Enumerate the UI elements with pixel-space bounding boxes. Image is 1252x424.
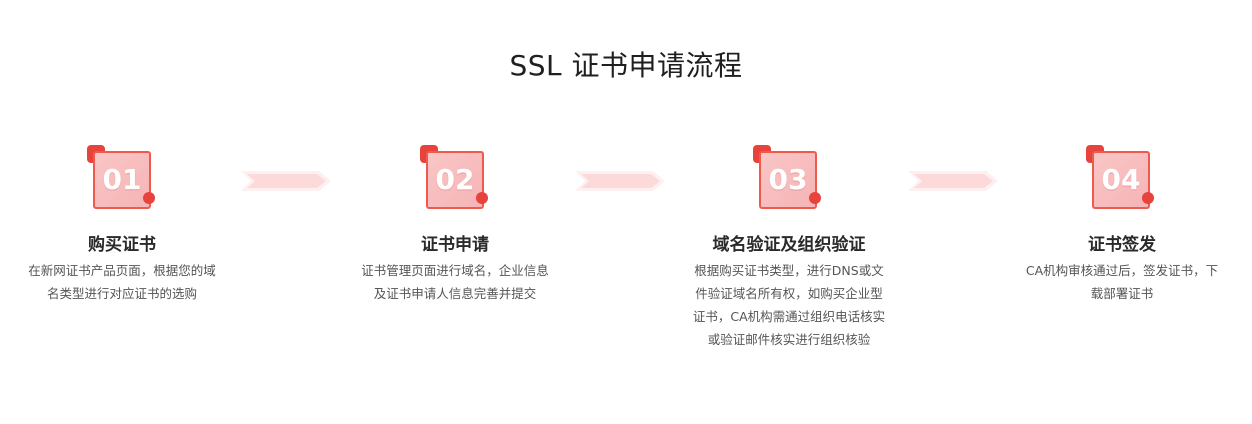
step-number: 02 bbox=[435, 163, 475, 196]
step-number: 03 bbox=[768, 163, 808, 196]
step-title: 域名验证及组织验证 bbox=[712, 235, 866, 255]
step-description: CA机构审核通过后，签发证书，下 载部署证书 bbox=[1012, 259, 1232, 305]
double-chevron-arrow-icon bbox=[908, 171, 998, 191]
step-4-badge-icon: 04 bbox=[1086, 145, 1162, 221]
step-description-line: CA机构审核通过后，签发证书，下 bbox=[1025, 263, 1219, 278]
step-description-line: 载部署证书 bbox=[1090, 286, 1154, 301]
step-title: 证书申请 bbox=[421, 235, 489, 255]
step-description-line: 根据购买证书类型，进行DNS或文 bbox=[694, 263, 884, 278]
step-number: 01 bbox=[102, 163, 142, 196]
badge-card bbox=[93, 151, 151, 209]
badge-card bbox=[1092, 151, 1150, 209]
step-2-badge-icon: 02 bbox=[420, 145, 496, 221]
step-description-line: 件验证域名所有权，如购买企业型 bbox=[695, 286, 883, 301]
badge-card bbox=[759, 151, 817, 209]
badge-card bbox=[426, 151, 484, 209]
step-description-line: 及证书申请人信息完善并提交 bbox=[373, 286, 537, 301]
step-description-line: 在新网证书产品页面，根据您的域 bbox=[28, 263, 216, 278]
step-description: 证书管理页面进行域名，企业信息 及证书申请人信息完善并提交 bbox=[345, 259, 565, 305]
step-description-line: 证书，CA机构需通过组织电话核实 bbox=[692, 309, 886, 324]
badge-dot bbox=[1142, 192, 1154, 204]
badge-dot bbox=[476, 192, 488, 204]
step-description-line: 名类型进行对应证书的选购 bbox=[46, 286, 197, 301]
step-1-badge-icon: 01 bbox=[87, 145, 163, 221]
step-description-line: 证书管理页面进行域名，企业信息 bbox=[361, 263, 549, 278]
double-chevron-arrow-icon bbox=[575, 171, 665, 191]
step-description-line: 或验证邮件核实进行组织核验 bbox=[707, 332, 871, 347]
step-title: 购买证书 bbox=[88, 235, 156, 255]
step-description: 在新网证书产品页面，根据您的域 名类型进行对应证书的选购 bbox=[12, 259, 232, 305]
badge-dot bbox=[809, 192, 821, 204]
badge-dot bbox=[143, 192, 155, 204]
step-title: 证书签发 bbox=[1088, 235, 1156, 255]
step-description: 根据购买证书类型，进行DNS或文 件验证域名所有权，如购买企业型 证书，CA机构… bbox=[679, 259, 899, 351]
double-chevron-arrow-icon bbox=[241, 171, 331, 191]
step-number: 04 bbox=[1101, 163, 1141, 196]
page-title: SSL 证书申请流程 bbox=[509, 49, 743, 82]
step-3-badge-icon: 03 bbox=[753, 145, 829, 221]
